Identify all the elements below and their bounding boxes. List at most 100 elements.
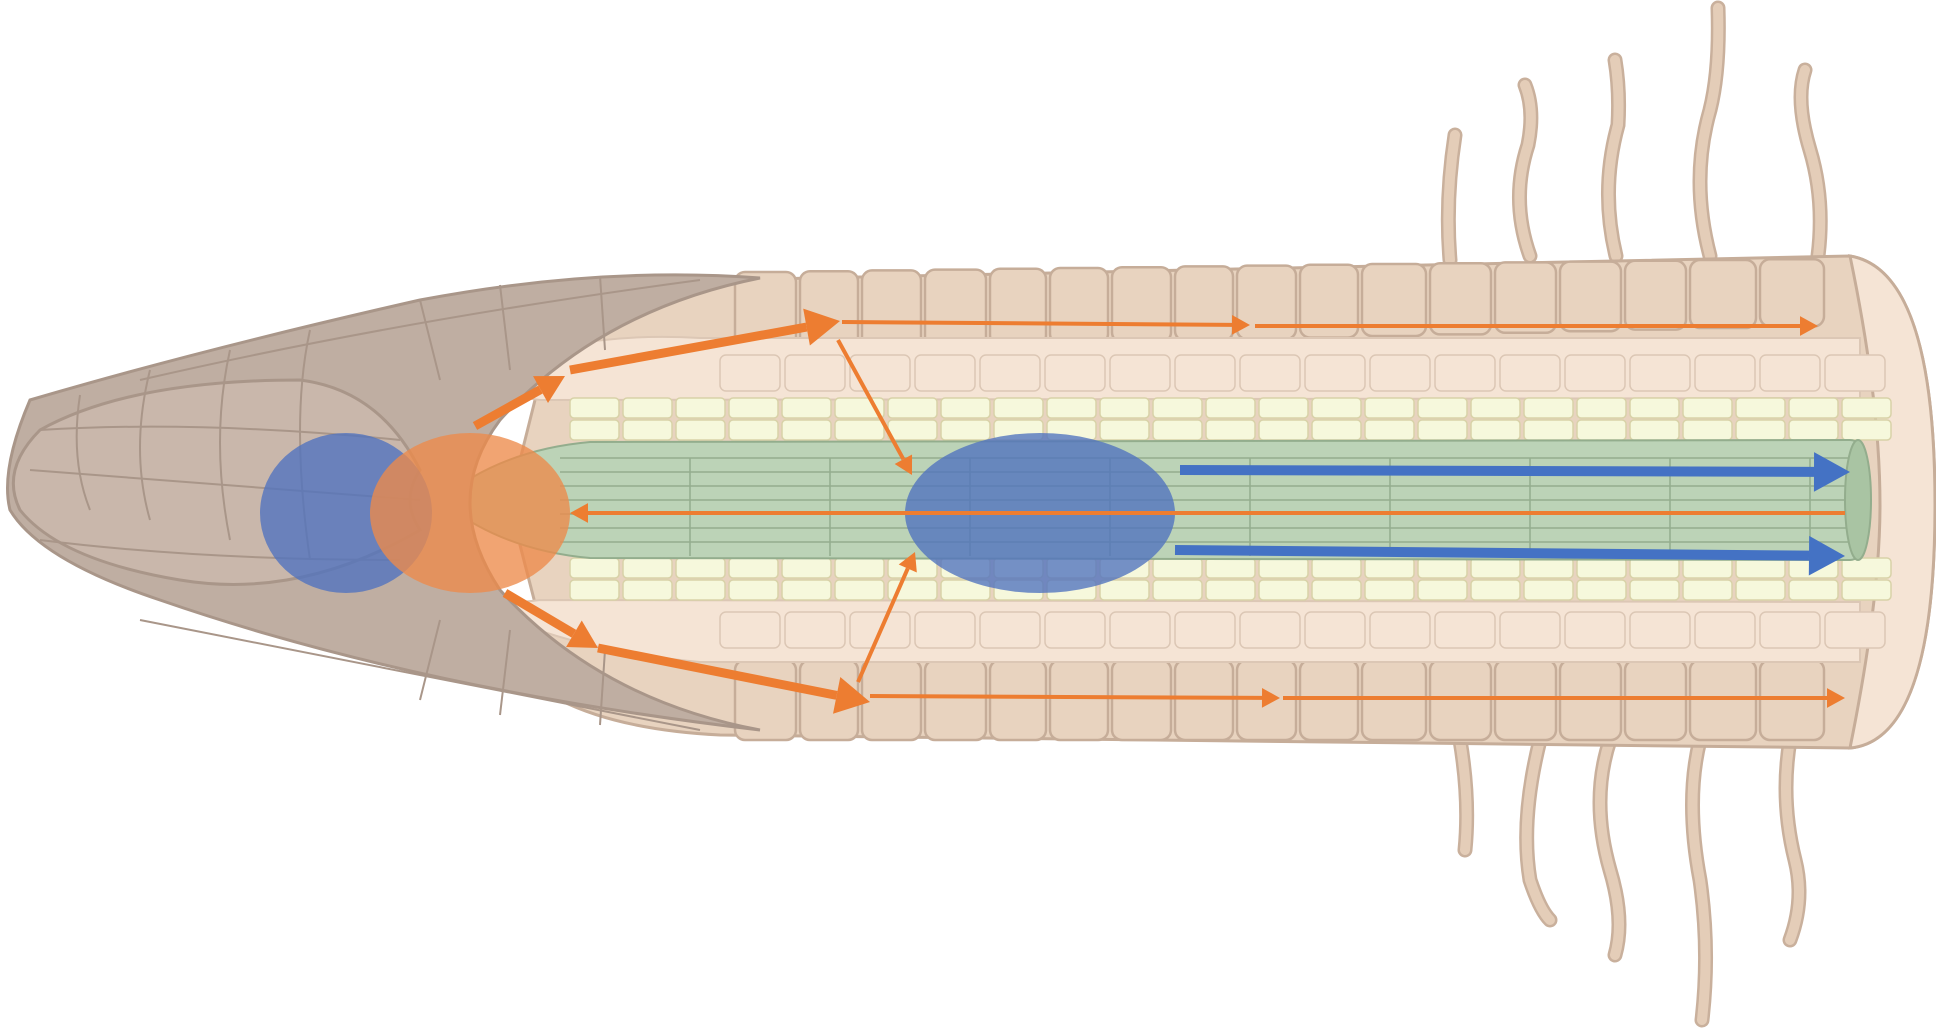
- endodermis-cell: [1683, 580, 1732, 600]
- cortex-cell: [980, 612, 1040, 648]
- endodermis-cell: [1842, 420, 1891, 440]
- epidermis-cell: [1175, 266, 1233, 340]
- endodermis-cell: [1153, 580, 1202, 600]
- endodermis-cell: [1259, 580, 1308, 600]
- epidermis-cell: [990, 269, 1046, 346]
- endodermis-cell: [782, 420, 831, 440]
- endodermis-cell: [1683, 398, 1732, 418]
- endodermis-cell: [1736, 558, 1785, 578]
- endodermis-cell: [1365, 558, 1414, 578]
- endodermis-cell: [1100, 398, 1149, 418]
- endodermis-cell: [1312, 580, 1361, 600]
- cortex-cell: [785, 355, 845, 391]
- cortex-cell: [1630, 612, 1690, 648]
- epidermis-cell: [1690, 260, 1756, 328]
- endodermis-cell: [1312, 558, 1361, 578]
- cortex-cell: [915, 612, 975, 648]
- endodermis-cell: [1047, 398, 1096, 418]
- endodermis-cell: [782, 580, 831, 600]
- cortex-cell: [1500, 355, 1560, 391]
- epidermis-cell: [1050, 268, 1108, 344]
- cortex-cell: [1305, 612, 1365, 648]
- endodermis-cell: [1471, 420, 1520, 440]
- endodermis-cell: [1153, 558, 1202, 578]
- cortex-cell: [1695, 612, 1755, 648]
- epidermis-cell: [1625, 261, 1686, 330]
- endodermis-cell: [1524, 580, 1573, 600]
- cortex-cell: [1565, 612, 1625, 648]
- endodermis-cell: [1736, 580, 1785, 600]
- cortex-cell: [980, 355, 1040, 391]
- cortex-cell: [1435, 355, 1495, 391]
- endodermis-cell: [1471, 580, 1520, 600]
- endodermis-cell: [1842, 580, 1891, 600]
- endodermis-cell: [1153, 420, 1202, 440]
- endodermis-cell: [1630, 580, 1679, 600]
- cortex-cell: [1175, 355, 1235, 391]
- endodermis-cell: [835, 580, 884, 600]
- endodermis-cell: [1577, 398, 1626, 418]
- cortex-cell: [1370, 612, 1430, 648]
- endodermis-cell: [729, 580, 778, 600]
- endodermis-cell: [994, 398, 1043, 418]
- cortex-cell: [1565, 355, 1625, 391]
- endodermis-cell: [1259, 558, 1308, 578]
- endodermis-cell: [1577, 558, 1626, 578]
- cortex-cell: [720, 355, 780, 391]
- epidermis-cell: [862, 660, 921, 740]
- epidermis-cell: [1430, 263, 1491, 334]
- cortex-cell: [915, 355, 975, 391]
- endodermis-cell: [1842, 558, 1891, 578]
- cortex-cell: [1695, 355, 1755, 391]
- endodermis-cell: [570, 398, 619, 418]
- endodermis-cell: [1630, 558, 1679, 578]
- endodermis-cell: [623, 580, 672, 600]
- epidermis-cell: [925, 270, 986, 348]
- cortex-cell: [1500, 612, 1560, 648]
- epidermis-cell: [990, 660, 1046, 740]
- endodermis-cell: [676, 398, 725, 418]
- endodermis-cell: [1206, 558, 1255, 578]
- endodermis-cell: [1789, 420, 1838, 440]
- endodermis-cell: [1842, 398, 1891, 418]
- endodermis-cell: [1524, 398, 1573, 418]
- endodermis-cell: [623, 558, 672, 578]
- epidermis-cell: [1112, 267, 1171, 342]
- endodermis-cell: [1736, 420, 1785, 440]
- epidermis-cell: [1560, 262, 1621, 332]
- epidermis-cell: [1495, 262, 1556, 332]
- endodermis-cell: [729, 420, 778, 440]
- endodermis-cell: [1418, 580, 1467, 600]
- endodermis-cell: [1312, 420, 1361, 440]
- cortex-cell: [1305, 355, 1365, 391]
- epidermis-cell: [1175, 660, 1233, 740]
- endodermis-cell: [623, 420, 672, 440]
- cortex-cell: [1630, 355, 1690, 391]
- cortex-cell: [1825, 612, 1885, 648]
- endodermis-cell: [1683, 558, 1732, 578]
- meristem-zone: [370, 433, 570, 593]
- endodermis-cell: [1524, 420, 1573, 440]
- endodermis-cell: [1630, 398, 1679, 418]
- epidermis-cell: [1760, 259, 1824, 326]
- endodermis-cell: [1365, 420, 1414, 440]
- endodermis-cell: [782, 558, 831, 578]
- endodermis-cell: [1736, 398, 1785, 418]
- endodermis-cell: [623, 398, 672, 418]
- endodermis-cell: [1259, 398, 1308, 418]
- epidermis-cell: [1050, 660, 1108, 740]
- cortex-cell: [1045, 612, 1105, 648]
- endodermis-cell: [570, 558, 619, 578]
- endodermis-cell: [1365, 398, 1414, 418]
- endodermis-cell: [729, 558, 778, 578]
- endodermis-cell: [1312, 398, 1361, 418]
- endodermis-cell: [1365, 580, 1414, 600]
- stele-end: [1845, 440, 1871, 560]
- endodermis-cell: [1577, 420, 1626, 440]
- cortex-cell: [1045, 355, 1105, 391]
- cortex-cell: [1240, 355, 1300, 391]
- cortex-cell: [785, 612, 845, 648]
- endodermis-cell: [570, 580, 619, 600]
- cortex-cell: [850, 355, 910, 391]
